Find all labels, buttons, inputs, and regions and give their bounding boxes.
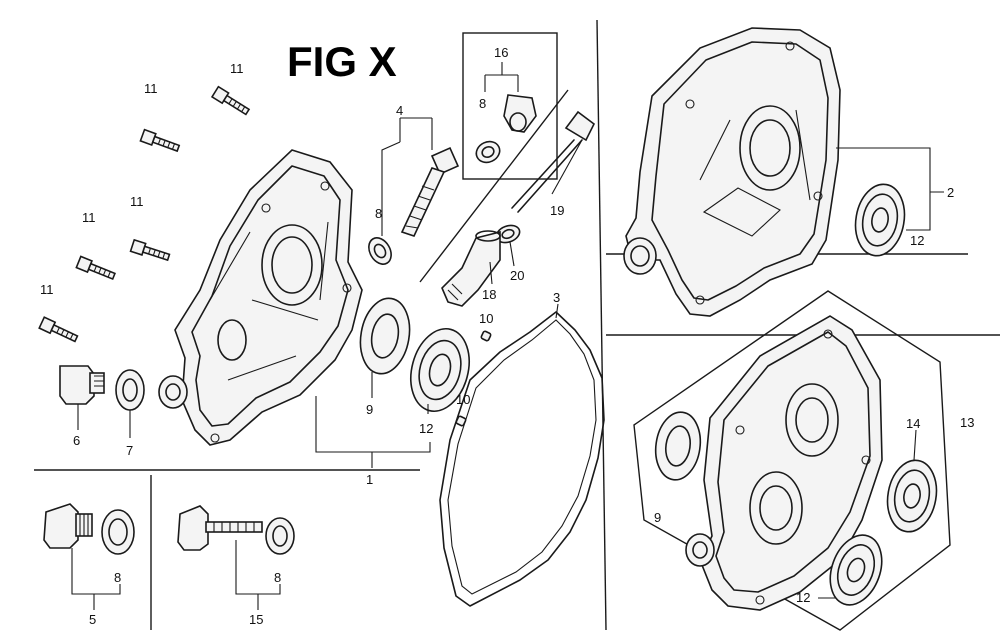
callout-5: 5 (89, 612, 96, 627)
filler-neck-18 (441, 230, 501, 307)
callout-8: 8 (274, 570, 281, 585)
callout-1: 1 (366, 472, 373, 487)
callout-18: 18 (482, 287, 496, 302)
callout-12: 12 (796, 590, 810, 605)
callout-11: 11 (40, 282, 54, 297)
callout-6: 6 (73, 433, 80, 448)
callout-2: 2 (947, 185, 954, 200)
bearing-12b (836, 147, 944, 257)
plug-15 (177, 505, 295, 610)
callout-19: 19 (550, 203, 564, 218)
callout-16: 16 (494, 45, 508, 60)
callout-11: 11 (230, 61, 244, 76)
bolt-icon (38, 316, 79, 343)
callout-8: 8 (479, 96, 486, 111)
assembly-13-outline (633, 290, 951, 631)
crankcase-cover (158, 149, 363, 446)
callout-14: 14 (906, 416, 920, 431)
callout-13: 13 (960, 415, 974, 430)
callout-11: 11 (144, 81, 158, 96)
inset-16-parts (475, 62, 537, 164)
oil-seal-9b (654, 411, 702, 481)
callout-8: 8 (114, 570, 121, 585)
gasket-3 (439, 303, 605, 607)
bolts-11 (38, 85, 251, 343)
callout-9: 9 (366, 402, 373, 417)
callout-11: 11 (82, 210, 96, 225)
callout-12: 12 (419, 421, 433, 436)
divider-19 (419, 89, 569, 283)
callout-15: 15 (249, 612, 263, 627)
callout-12: 12 (910, 233, 924, 248)
callout-10: 10 (456, 392, 470, 407)
callout-10: 10 (479, 311, 493, 326)
callout-7: 7 (126, 443, 133, 458)
inset-box-16 (462, 32, 558, 180)
bolt-icon (75, 255, 116, 281)
callout-3: 3 (553, 290, 560, 305)
callout-9: 9 (654, 510, 661, 525)
oil-seal-9a (359, 297, 411, 398)
callout-labels: 11 11 11 11 11 4 8 16 8 19 20 18 3 10 10… (40, 45, 974, 627)
callout-8: 8 (375, 206, 382, 221)
crankcase-cover-13 (685, 315, 883, 611)
drain-plug-6 (59, 365, 105, 430)
washer-7 (115, 369, 145, 438)
figure-title: FIG X (287, 38, 397, 85)
bolt-icon (139, 128, 181, 153)
bearing-12a (410, 327, 470, 414)
plug-5 (43, 503, 135, 610)
oil-switch-4 (381, 117, 460, 237)
oring-8a (368, 237, 392, 265)
bearing-12c (818, 534, 883, 606)
callout-4: 4 (396, 103, 403, 118)
cylinder-block-2 (623, 27, 841, 317)
bolt-icon (210, 85, 251, 116)
bearing-14 (886, 429, 938, 533)
dipstick-19 (511, 110, 596, 213)
vertical-divider (596, 19, 607, 631)
callout-20: 20 (510, 268, 524, 283)
bolt-icon (129, 238, 171, 262)
callout-11: 11 (130, 194, 144, 209)
dowel-pins-10 (455, 330, 492, 427)
bracket-1 (315, 396, 431, 468)
